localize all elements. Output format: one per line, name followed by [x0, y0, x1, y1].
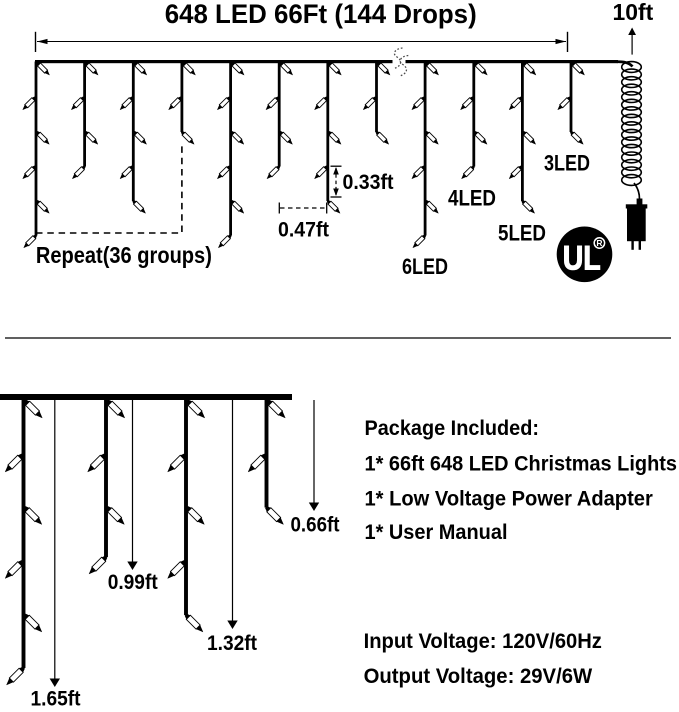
svg-text:Package Included:: Package Included: — [365, 416, 540, 440]
svg-text:Repeat(36 groups): Repeat(36 groups) — [36, 242, 212, 268]
svg-text:4LED: 4LED — [448, 186, 496, 211]
svg-text:0.99ft: 0.99ft — [108, 571, 158, 594]
svg-text:1* Low Voltage Power Adapter: 1* Low Voltage Power Adapter — [365, 487, 654, 511]
svg-text:Output Voltage: 29V/6W: Output Voltage: 29V/6W — [364, 664, 593, 688]
svg-text:0.33ft: 0.33ft — [343, 170, 394, 194]
svg-text:0.47ft: 0.47ft — [278, 217, 329, 241]
svg-text:648 LED 66Ft (144 Drops): 648 LED 66Ft (144 Drops) — [165, 0, 477, 29]
svg-text:Input Voltage: 120V/60Hz: Input Voltage: 120V/60Hz — [364, 629, 602, 653]
svg-text:5LED: 5LED — [498, 221, 546, 246]
svg-text:3LED: 3LED — [544, 151, 590, 176]
svg-text:1.65ft: 1.65ft — [31, 688, 81, 708]
svg-text:10ft: 10ft — [613, 0, 654, 25]
svg-text:6LED: 6LED — [402, 254, 448, 279]
svg-text:1.32ft: 1.32ft — [207, 632, 257, 655]
svg-text:1* User Manual: 1* User Manual — [365, 520, 508, 544]
svg-text:0.66ft: 0.66ft — [291, 514, 340, 537]
svg-text:R: R — [596, 238, 602, 248]
svg-text:1* 66ft 648 LED Christmas Ligh: 1* 66ft 648 LED Christmas Lights — [365, 452, 678, 476]
